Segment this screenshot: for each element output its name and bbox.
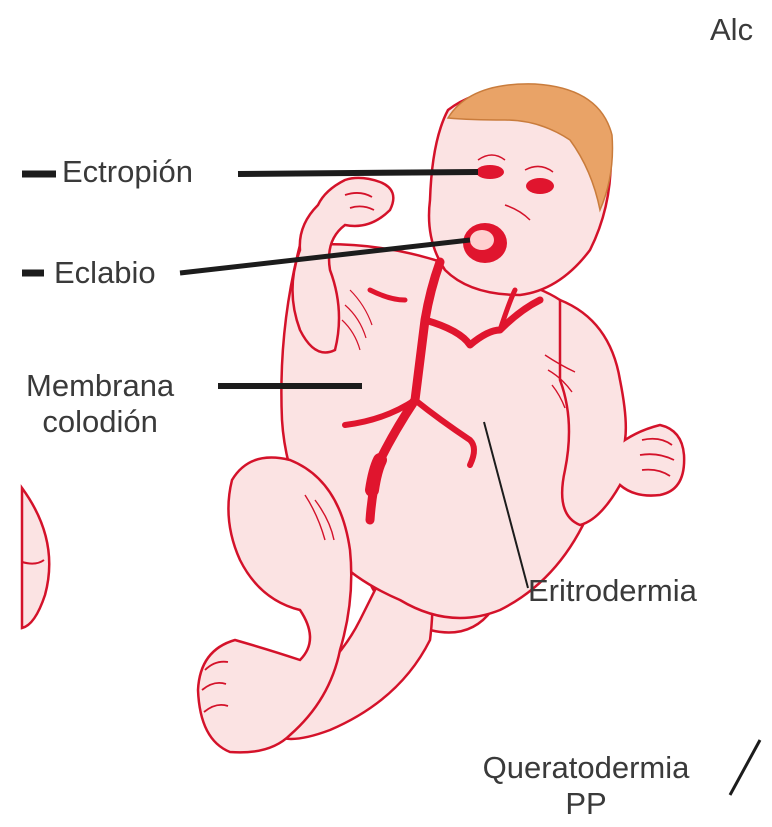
leader-queratodermia — [730, 740, 760, 795]
label-eclabio: Eclabio — [54, 255, 156, 291]
label-queratodermia-line2: PP — [455, 786, 717, 822]
label-membrana-line2: colodión — [26, 404, 174, 440]
partial-figure-left — [22, 488, 49, 628]
leader-ectropion — [238, 172, 478, 174]
head — [429, 84, 613, 295]
label-membrana-line1: Membrana — [26, 368, 174, 404]
label-queratodermia: Queratodermia PP — [455, 750, 717, 822]
label-membrana-colodion: Membrana colodión — [26, 368, 174, 440]
label-alc: Alc — [710, 12, 753, 48]
label-ectropion: Ectropión — [62, 154, 193, 190]
label-eritrodermia: Eritrodermia — [528, 573, 697, 609]
label-queratodermia-line1: Queratodermia — [455, 750, 717, 786]
